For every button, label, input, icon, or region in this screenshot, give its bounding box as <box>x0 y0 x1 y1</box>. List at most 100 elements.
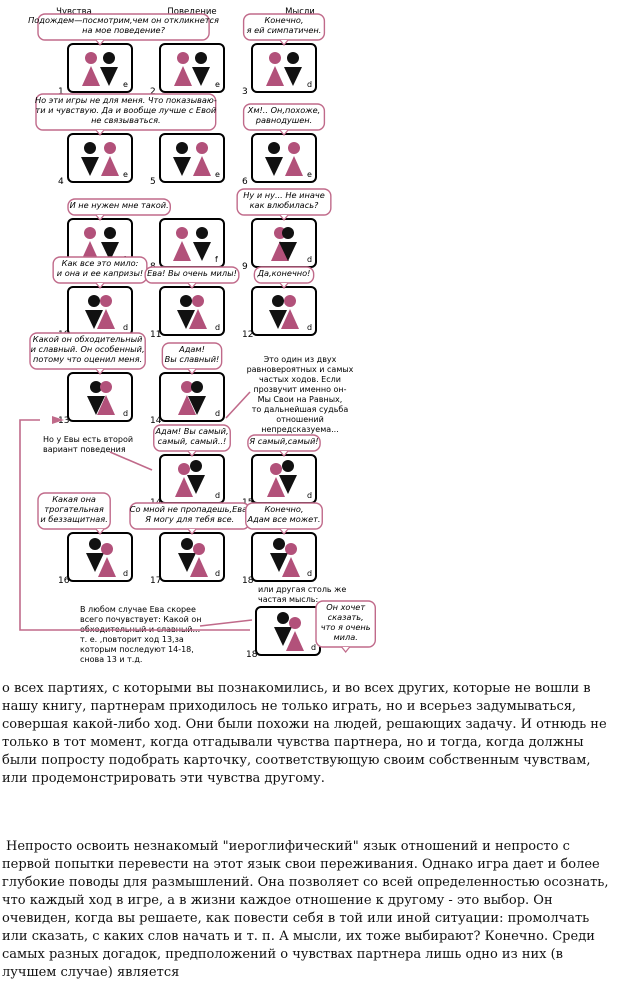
eve-head <box>270 463 282 475</box>
other-thought-note-line: частая мысль: <box>258 595 318 604</box>
card-number: 17 <box>150 576 161 586</box>
card-letter: d <box>123 323 128 332</box>
loop-note-arrow <box>199 619 253 627</box>
adam-head <box>195 52 207 64</box>
adam-head <box>176 142 188 154</box>
bubble-text: Конечно, <box>264 504 303 514</box>
other-thought-note-line: или другая столь же <box>258 585 346 594</box>
adam-body <box>101 242 119 261</box>
card-number: 11 <box>150 330 161 340</box>
side-note-arrow <box>225 391 251 419</box>
card-letter: d <box>311 643 316 652</box>
eve-head <box>196 142 208 154</box>
adam-body <box>100 67 118 86</box>
bubble-tail <box>279 129 289 136</box>
eve-body <box>281 309 299 329</box>
adam-body <box>177 310 195 329</box>
card-letter: f <box>215 255 218 264</box>
bubble-tail <box>279 214 289 221</box>
eve-head <box>84 227 96 239</box>
bubble-text: и беззащитная. <box>40 514 107 524</box>
adam-head <box>181 538 193 550</box>
adam-body <box>279 475 297 494</box>
eve-head <box>100 295 112 307</box>
card-5: 5e <box>150 133 225 187</box>
bubble-tail <box>187 450 197 457</box>
bubble-tail <box>95 282 105 289</box>
bubble-text: Как все это мило: <box>62 258 139 268</box>
side-note-line: непредсказуема... <box>261 425 339 434</box>
bubble-shape <box>37 492 111 530</box>
card-number: 12 <box>242 330 253 340</box>
bubble-text: Да,конечно! <box>257 268 311 278</box>
eve-head <box>104 142 116 154</box>
bubble-text: и славный. Он особенный, <box>31 344 145 354</box>
card-letter: d <box>215 409 220 418</box>
card-number: 4 <box>58 177 64 187</box>
adam-head <box>180 295 192 307</box>
adam-body <box>187 475 205 494</box>
adam-body <box>178 553 196 572</box>
eve-head <box>285 543 297 555</box>
bubble-text: самый, самый..! <box>158 436 227 446</box>
bubble-text: Адам! Вы самый, <box>154 426 228 436</box>
eve-body <box>97 309 115 329</box>
bubble-text: Хм!.. Он,похоже, <box>247 105 321 115</box>
eve-head <box>192 295 204 307</box>
card-number: 13 <box>58 416 69 426</box>
paragraph-2: Непросто освоить незнакомый "иероглифиче… <box>2 839 609 980</box>
bubble-tail <box>341 646 351 653</box>
card-letter: e <box>123 80 128 89</box>
bubble-text: как влюбилась? <box>250 200 319 210</box>
adam-head <box>190 460 202 472</box>
loop-note-line: которым последуют 14-18, <box>80 645 194 654</box>
adam-head <box>282 460 294 472</box>
card-8: 8f <box>150 218 225 272</box>
speech-bubble: Адам!Вы славный! <box>161 342 223 375</box>
bubble-text: Подождем—посмотрим,чем он откликнется <box>28 15 219 25</box>
eve-body <box>97 395 115 415</box>
adam-head <box>191 381 203 393</box>
bubble-tail <box>279 282 289 289</box>
adam-head <box>287 52 299 64</box>
eve-head <box>176 227 188 239</box>
side-note-line: отношений <box>276 415 324 424</box>
adam-head <box>89 538 101 550</box>
bubble-text: что я очень <box>321 622 371 632</box>
adam-head <box>277 612 289 624</box>
loop-note-line: всего почувствует: Какой он <box>80 615 201 624</box>
card-10: 10dКак все это мило:и она и ее капризы! <box>52 256 148 340</box>
card-number: 6 <box>242 177 248 187</box>
eve-body <box>175 477 193 497</box>
bubble-tail <box>95 39 105 46</box>
eve-body <box>174 66 192 86</box>
adam-body <box>265 157 283 176</box>
bubble-tail <box>279 450 289 457</box>
adam-body <box>173 157 191 176</box>
card-7: 7fИ не нужен мне такой. <box>58 198 172 272</box>
speech-bubble: Ева! Вы очень милы! <box>144 266 240 289</box>
speech-bubble: Но эти игры не для меня. Что показываю-т… <box>35 93 217 136</box>
eve-body <box>189 309 207 329</box>
adam-body <box>193 242 211 261</box>
bubble-text: я ей симпатичен. <box>247 25 322 35</box>
bubble-text: Со мной не пропадешь,Ева. <box>130 504 250 514</box>
eve-body <box>178 395 196 415</box>
loop-arrow <box>19 419 250 631</box>
bubble-tail <box>187 528 197 535</box>
speech-bubble: Конечно,я ей симпатичен. <box>242 13 326 46</box>
column-header: Поведение <box>167 7 216 17</box>
card-letter: d <box>123 409 128 418</box>
card-letter: e <box>307 170 312 179</box>
card-letter: d <box>307 569 312 578</box>
loop-arrowhead <box>52 416 64 424</box>
